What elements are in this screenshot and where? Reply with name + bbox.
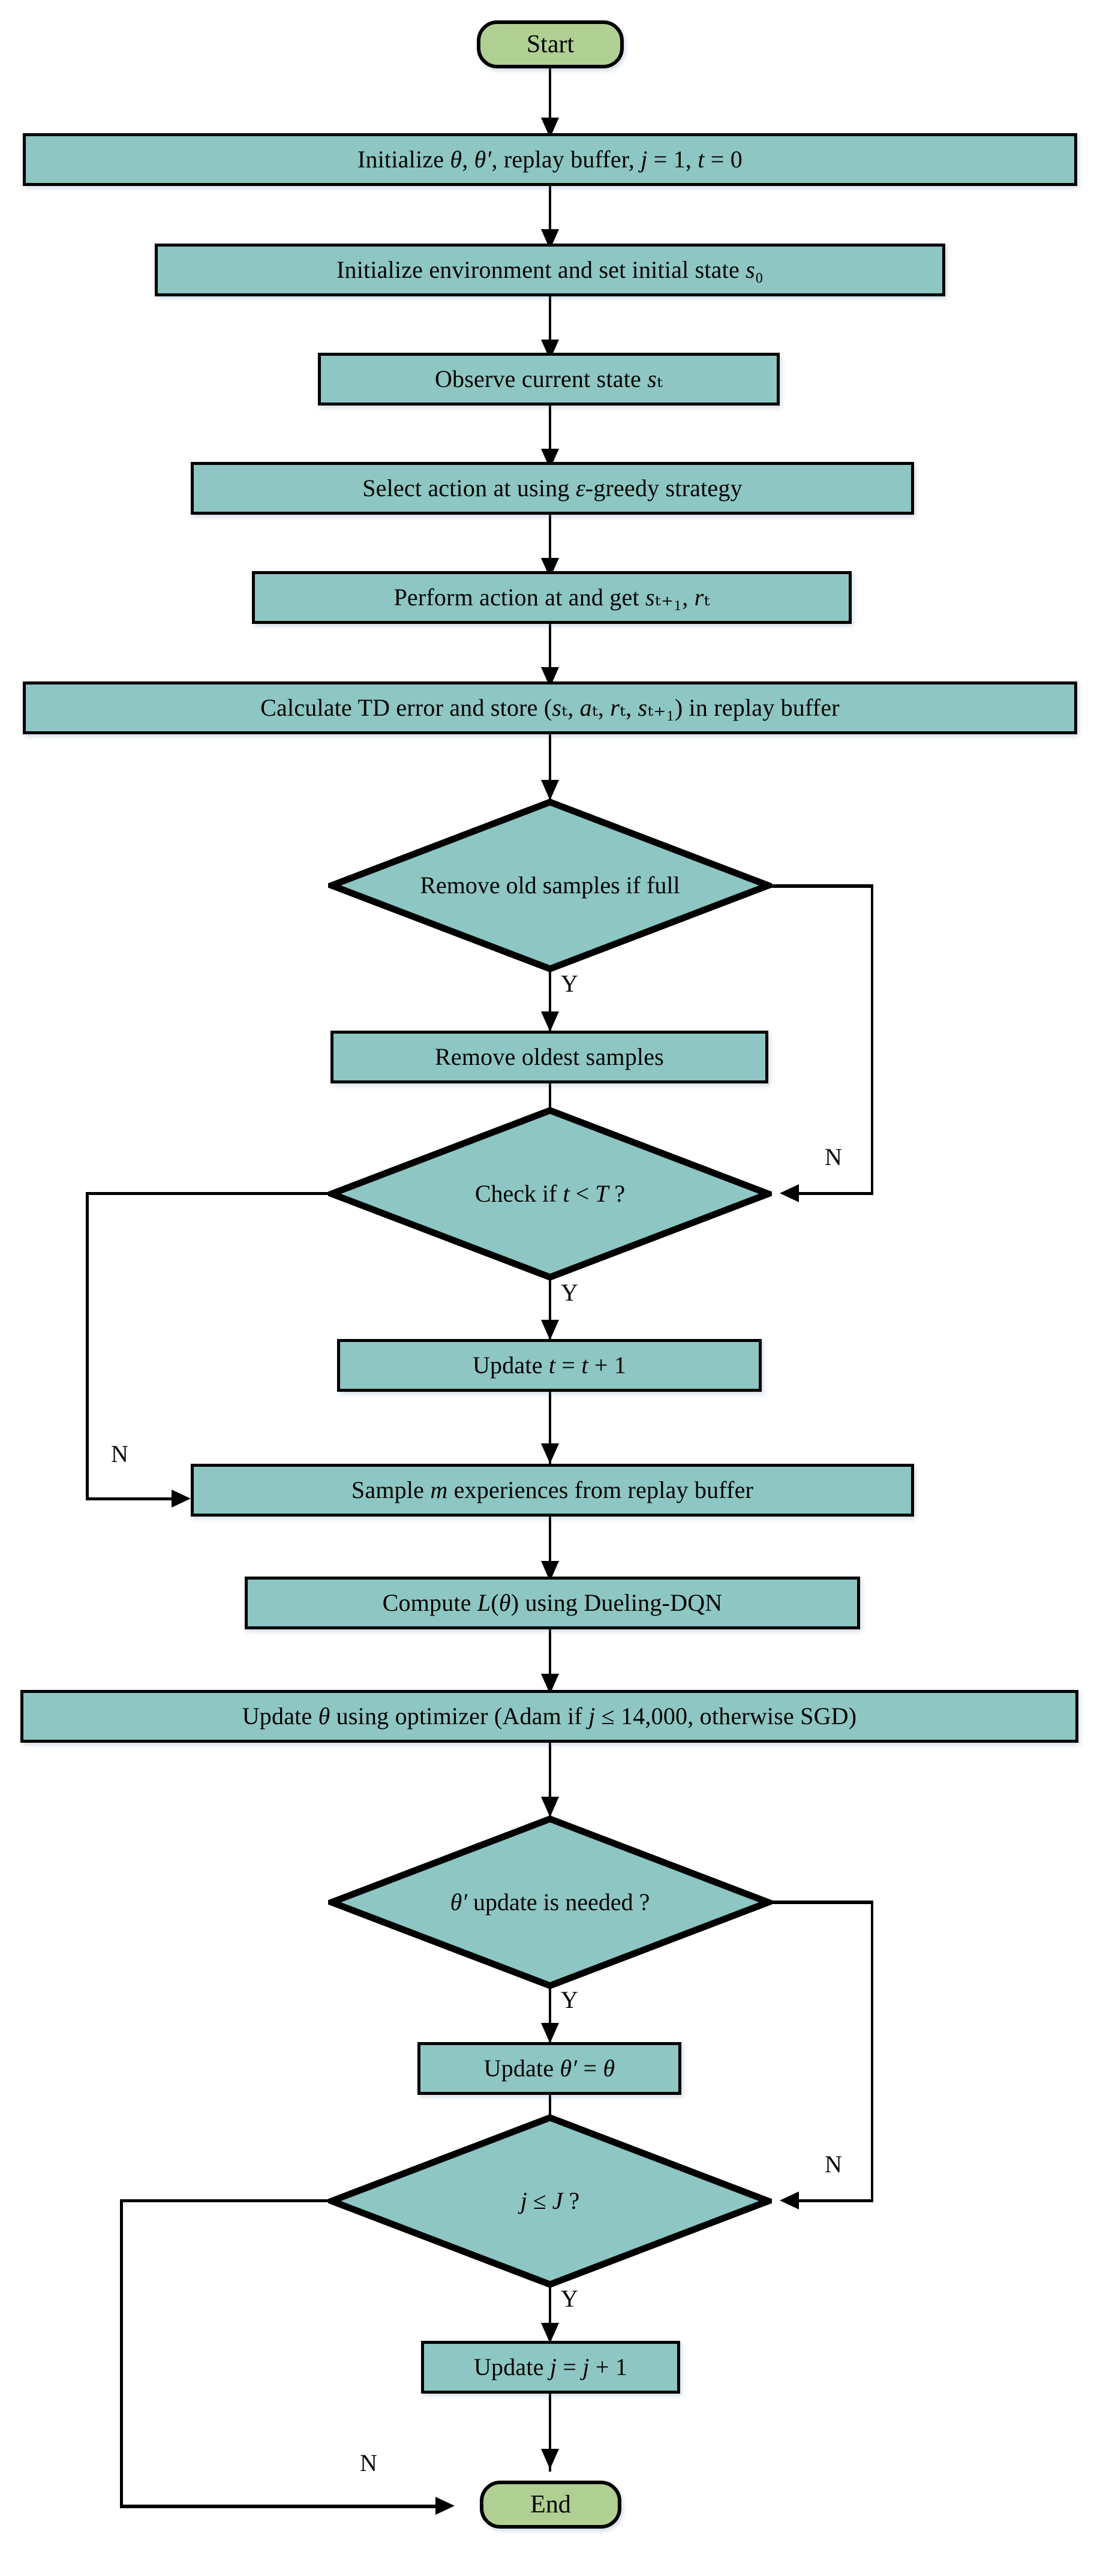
edge-check-t-no-v <box>86 1192 89 1500</box>
node-select-action-label: Select action at using ε-greedy strategy <box>362 475 743 502</box>
node-start-label: Start <box>526 31 575 58</box>
edge-theta-no-h2 <box>798 2199 873 2202</box>
node-check-j-label: j ≤ J ? <box>520 2187 580 2214</box>
edge-perform-to-calc-td <box>549 624 551 681</box>
arrowhead-sample-m-from-no <box>172 1490 191 1508</box>
arrowhead-remove-oldest <box>541 1011 559 1032</box>
arrowhead-update-j <box>541 2323 559 2343</box>
node-update-theta-label: Update θ using optimizer (Adam if j ≤ 14… <box>242 1703 857 1730</box>
edge-observe-to-select <box>549 406 551 463</box>
arrowhead-end-from-no <box>435 2497 455 2515</box>
edge-update-j-to-end <box>549 2394 551 2472</box>
edge-label-theta-yes: Y <box>561 1986 578 2013</box>
edge-check-j-yes <box>549 2283 551 2343</box>
diamond-shape-check-t <box>328 1107 772 1281</box>
arrowhead-sample-m <box>541 1443 559 1464</box>
node-calc-td-label: Calculate TD error and store (sₜ, aₜ, rₜ… <box>260 694 840 721</box>
edge-check-j-no-h2 <box>120 2505 437 2508</box>
node-init-params[interactable]: Initialize θ, θ′, replay buffer, j = 1, … <box>23 133 1077 186</box>
diamond-shape-check-j <box>328 2114 772 2288</box>
node-update-theta-target[interactable]: Update θ′ = θ <box>417 2042 681 2095</box>
edge-label-check-t-left-no: N <box>111 1440 128 1467</box>
edge-theta-yes <box>549 1984 551 2044</box>
edge-label-remove-old-no: N <box>825 1143 842 1170</box>
arrowhead-check-t-from-no <box>780 1184 799 1202</box>
node-theta-update-check[interactable]: θ′ update is needed ? <box>328 1815 772 1989</box>
node-init-env[interactable]: Initialize environment and set initial s… <box>155 244 945 296</box>
edge-select-to-perform <box>549 515 551 572</box>
node-perform-action-label: Perform action at and get sₜ₊₁, rₜ <box>393 584 710 611</box>
edge-check-t-no-h2 <box>86 1497 173 1500</box>
node-sample-m-label: Sample m experiences from replay buffer <box>351 1476 754 1503</box>
edge-compute-loss-to-update-theta <box>549 1629 551 1689</box>
edge-theta-no-v <box>871 1901 873 2200</box>
node-sample-m[interactable]: Sample m experiences from replay buffer <box>191 1464 914 1517</box>
node-update-j[interactable]: Update j = j + 1 <box>421 2341 680 2394</box>
arrowhead-update-t <box>541 1320 559 1340</box>
edge-remove-old-no-h <box>768 884 873 888</box>
arrowhead-update-theta-target <box>541 2023 559 2043</box>
node-perform-action[interactable]: Perform action at and get sₜ₊₁, rₜ <box>252 571 852 624</box>
node-remove-old-check-label: Remove old samples if full <box>420 872 680 899</box>
node-update-t[interactable]: Update t = t + 1 <box>337 1339 762 1392</box>
diamond-shape-remove-old <box>328 798 772 972</box>
edge-label-check-t-yes: Y <box>561 1279 578 1306</box>
edge-init-env-to-observe <box>549 296 551 354</box>
edge-start-to-init-params <box>549 68 551 131</box>
node-compute-loss-label: Compute L(θ) using Dueling-DQN <box>382 1589 723 1616</box>
edge-check-j-no-h <box>120 2199 336 2202</box>
node-select-action[interactable]: Select action at using ε-greedy strategy <box>191 462 914 515</box>
node-check-t-label: Check if t < T ? <box>474 1180 626 1207</box>
node-remove-old-check[interactable]: Remove old samples if full <box>328 798 772 972</box>
edge-sample-m-to-compute-loss <box>549 1517 551 1577</box>
node-compute-loss[interactable]: Compute L(θ) using Dueling-DQN <box>245 1577 860 1629</box>
edge-check-t-no-h <box>86 1192 333 1195</box>
edge-remove-old-no-v <box>871 884 873 1193</box>
edge-calc-td-to-remove-check <box>549 734 551 800</box>
node-update-t-label: Update t = t + 1 <box>472 1352 627 1379</box>
arrowhead-theta-check <box>541 1797 559 1817</box>
edge-remove-old-no-h2 <box>798 1192 873 1195</box>
node-start[interactable]: Start <box>477 20 624 68</box>
arrowhead-check-j-from-no <box>780 2191 799 2209</box>
node-check-t[interactable]: Check if t < T ? <box>328 1107 772 1281</box>
node-calc-td[interactable]: Calculate TD error and store (sₜ, aₜ, rₜ… <box>23 681 1077 734</box>
node-remove-oldest-label: Remove oldest samples <box>435 1043 664 1070</box>
edge-label-theta-no: N <box>825 2151 842 2178</box>
edge-label-remove-old-yes: Y <box>561 970 578 997</box>
node-end[interactable]: End <box>480 2481 621 2529</box>
arrowhead-remove-old-check <box>541 780 559 800</box>
node-init-env-label: Initialize environment and set initial s… <box>336 256 764 283</box>
arrowhead-end <box>541 2449 559 2469</box>
node-remove-oldest[interactable]: Remove oldest samples <box>330 1031 768 1083</box>
node-observe-state[interactable]: Observe current state sₜ <box>318 353 780 406</box>
node-update-j-label: Update j = j + 1 <box>473 2353 628 2380</box>
node-update-theta[interactable]: Update θ using optimizer (Adam if j ≤ 14… <box>20 1690 1078 1743</box>
edge-update-theta-to-theta-check <box>549 1743 551 1818</box>
edge-label-check-j-yes: Y <box>561 2285 578 2312</box>
node-update-theta-target-label: Update θ′ = θ <box>483 2055 615 2082</box>
edge-label-check-j-left-no: N <box>360 2449 377 2476</box>
edge-check-t-yes <box>549 1275 551 1341</box>
node-init-params-label: Initialize θ, θ′, replay buffer, j = 1, … <box>357 146 743 173</box>
edge-update-t-to-sample-m <box>549 1392 551 1464</box>
edge-init-params-to-init-env <box>549 186 551 244</box>
node-end-label: End <box>530 2491 571 2518</box>
edge-theta-no-h <box>768 1901 873 1904</box>
node-observe-state-label: Observe current state sₜ <box>434 365 663 392</box>
edge-check-j-no-v <box>120 2199 123 2507</box>
edge-remove-old-yes <box>549 967 551 1032</box>
node-check-j[interactable]: j ≤ J ? <box>328 2114 772 2288</box>
node-theta-update-check-label: θ′ update is needed ? <box>450 1889 650 1916</box>
diamond-shape-theta-check <box>328 1815 772 1989</box>
